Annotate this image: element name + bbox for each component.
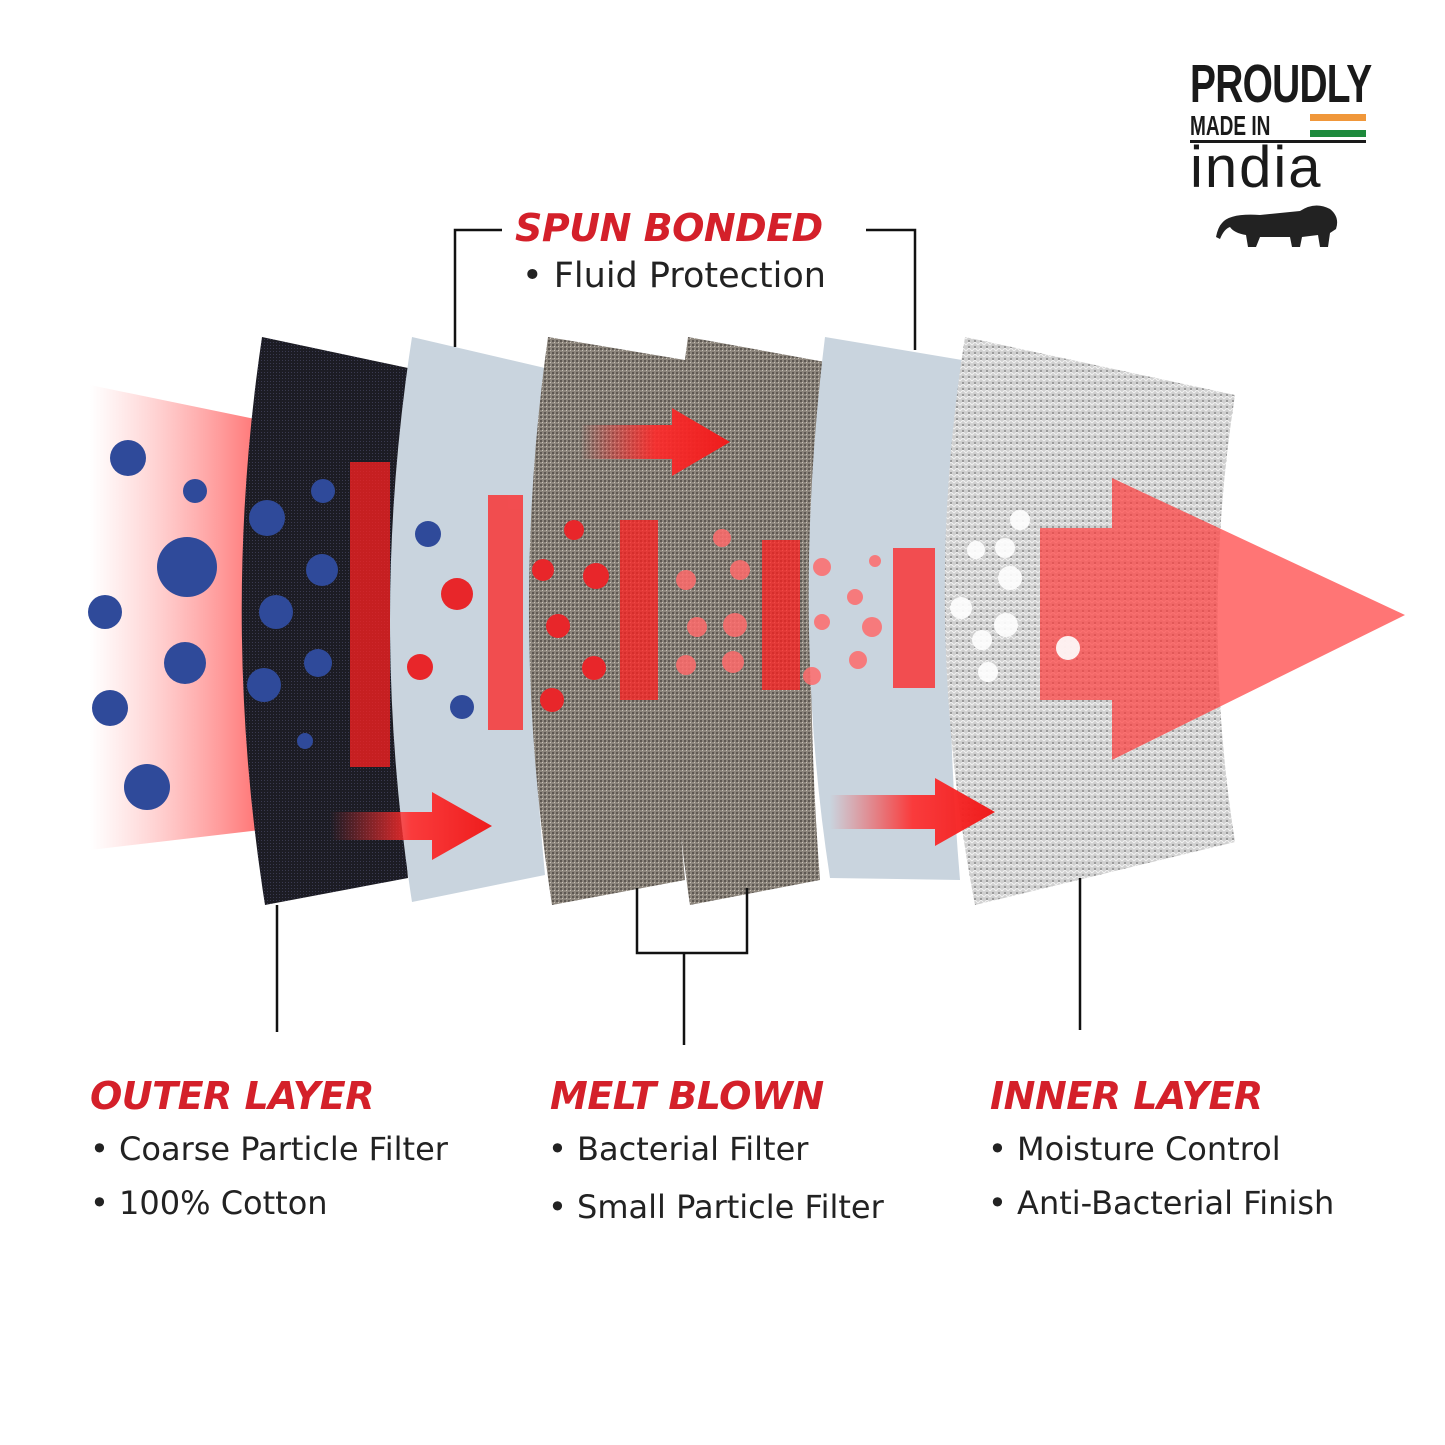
flow-arrow	[580, 408, 730, 476]
flow-arrow	[330, 792, 492, 860]
outer-layer-bullet: • 100% Cotton	[90, 1184, 328, 1222]
inner-layer-bullet: • Moisture Control	[988, 1130, 1281, 1168]
melt-blown-bullet: • Small Particle Filter	[548, 1188, 884, 1226]
logo-line-india: india	[1190, 135, 1323, 200]
outgoing-air-arrow	[1040, 478, 1405, 760]
melt-blown-panel-1	[528, 337, 685, 905]
outer-layer-bullet: • Coarse Particle Filter	[90, 1130, 448, 1168]
melt-blown-panel-2	[668, 337, 825, 905]
spun-bonded-panel-2	[808, 337, 962, 880]
callout-lines	[275, 228, 1082, 1045]
proudly-made-in-india-logo: PROUDLY MADE IN india	[1190, 54, 1372, 258]
red-particles	[407, 520, 609, 712]
outer-layer-title: OUTER LAYER	[90, 1074, 375, 1118]
inner-layer-title: INNER LAYER	[990, 1074, 1263, 1118]
faded-red-particles	[676, 529, 882, 685]
incoming-air-cone	[90, 385, 260, 850]
spun-bonded-panel-1	[390, 337, 545, 902]
spun-bonded-bullet: • Fluid Protection	[522, 256, 826, 296]
flag-saffron-stripe	[1310, 114, 1366, 121]
blue-particles	[88, 440, 474, 810]
flag-green-stripe	[1310, 130, 1366, 137]
spun-bonded-title: SPUN BONDED	[515, 206, 823, 250]
lion-icon	[1216, 205, 1338, 247]
inner-layer-bullet: • Anti-Bacterial Finish	[988, 1184, 1335, 1222]
red-flow-bars	[350, 462, 935, 767]
logo-line-proudly: PROUDLY	[1190, 54, 1372, 114]
melt-blown-title: MELT BLOWN	[550, 1074, 824, 1118]
white-particles	[950, 510, 1080, 682]
logo-line-made-in: MADE IN	[1190, 110, 1271, 141]
melt-blown-bullet: • Bacterial Filter	[548, 1130, 809, 1168]
flow-arrow	[830, 778, 995, 846]
